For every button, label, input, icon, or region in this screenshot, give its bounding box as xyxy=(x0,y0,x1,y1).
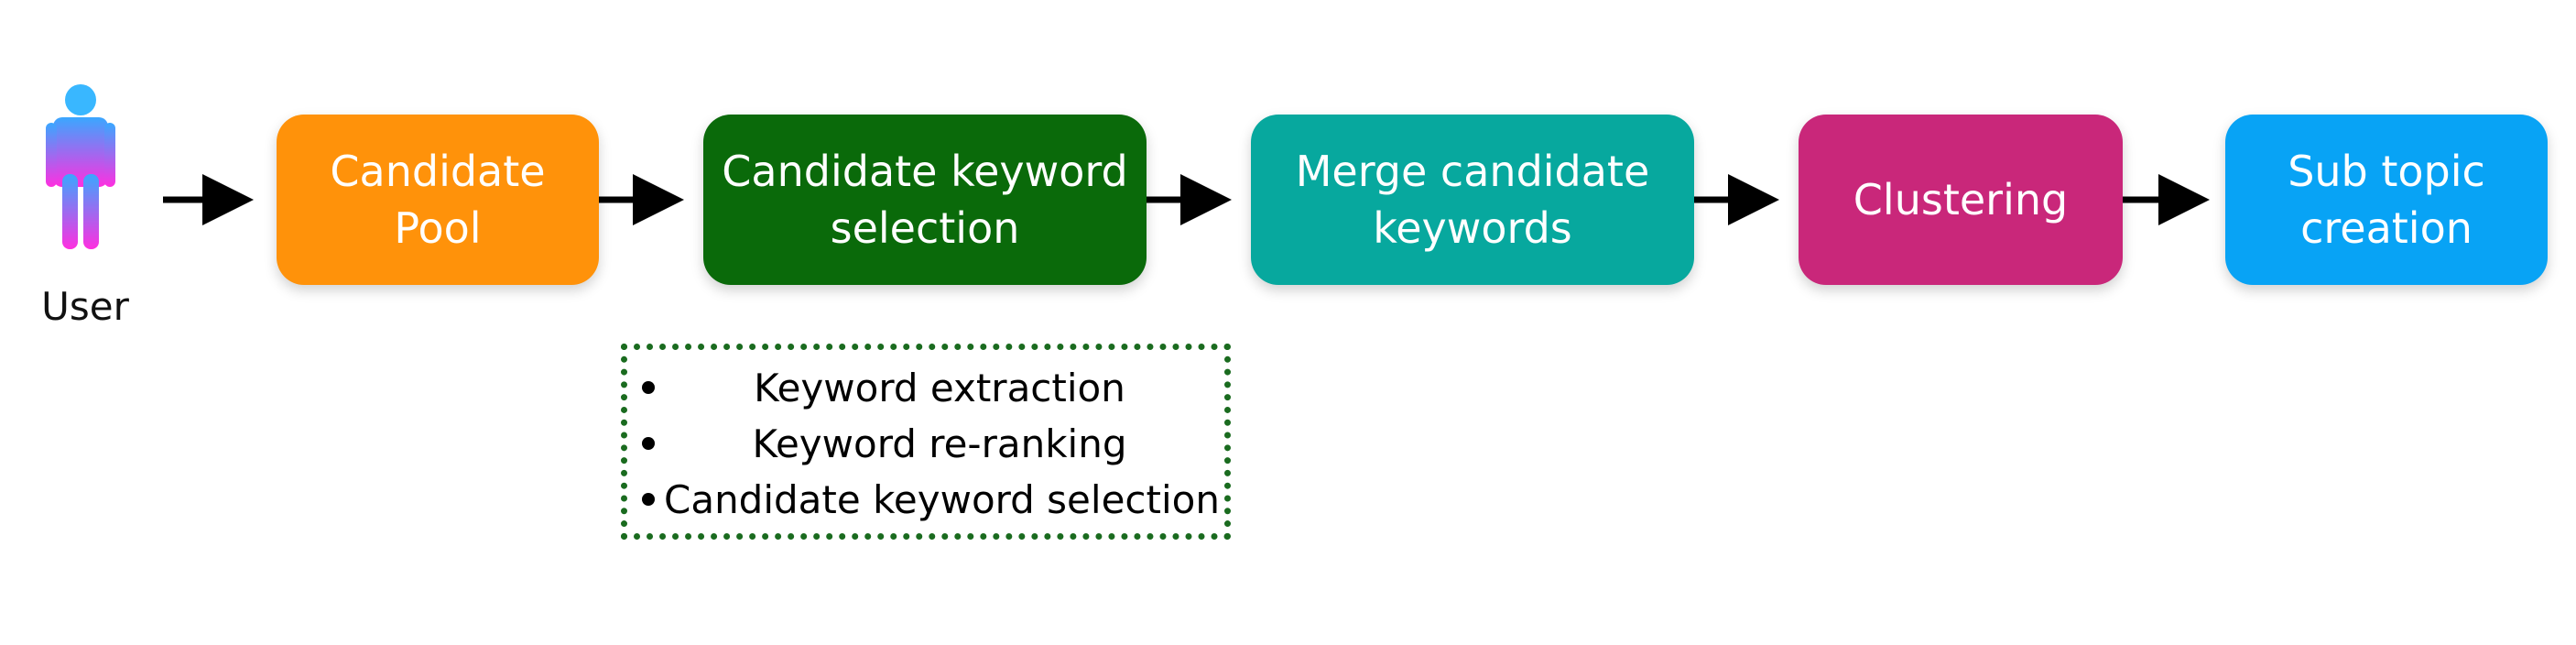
selection-detail-box: Keyword extraction Keyword re-ranking Ca… xyxy=(621,344,1231,540)
detail-item-label: Keyword extraction xyxy=(754,366,1125,410)
user-label: User xyxy=(41,284,129,329)
step-label-line2: Pool xyxy=(394,203,482,253)
detail-list-item: Keyword re-ranking xyxy=(627,419,1224,474)
detail-item-label: Candidate keyword selection xyxy=(664,477,1220,522)
step-label-line1: Clustering xyxy=(1853,175,2069,224)
step-label-line1: Sub topic xyxy=(2288,147,2485,196)
person-icon xyxy=(46,84,115,249)
detail-list-item: Candidate keyword selection xyxy=(627,475,1224,530)
step-label-line2: selection xyxy=(830,203,1020,253)
step-merge-candidate-keywords: Merge candidate keywords xyxy=(1251,115,1694,285)
step-label-line2: keywords xyxy=(1373,203,1572,253)
bullet-icon xyxy=(642,437,655,450)
detail-item-label: Keyword re-ranking xyxy=(752,421,1127,466)
step-candidate-pool: Candidate Pool xyxy=(277,115,599,285)
step-label-line2: creation xyxy=(2300,203,2473,253)
detail-list-item: Keyword extraction xyxy=(627,363,1224,418)
step-label-line1: Candidate xyxy=(330,147,546,196)
step-clustering: Clustering xyxy=(1799,115,2123,285)
bullet-icon xyxy=(642,493,655,506)
step-label-line1: Merge candidate xyxy=(1295,147,1650,196)
step-label-line1: Candidate keyword xyxy=(722,147,1128,196)
step-candidate-keyword-selection: Candidate keyword selection xyxy=(703,115,1147,285)
bullet-icon xyxy=(642,381,655,394)
step-sub-topic-creation: Sub topic creation xyxy=(2225,115,2548,285)
